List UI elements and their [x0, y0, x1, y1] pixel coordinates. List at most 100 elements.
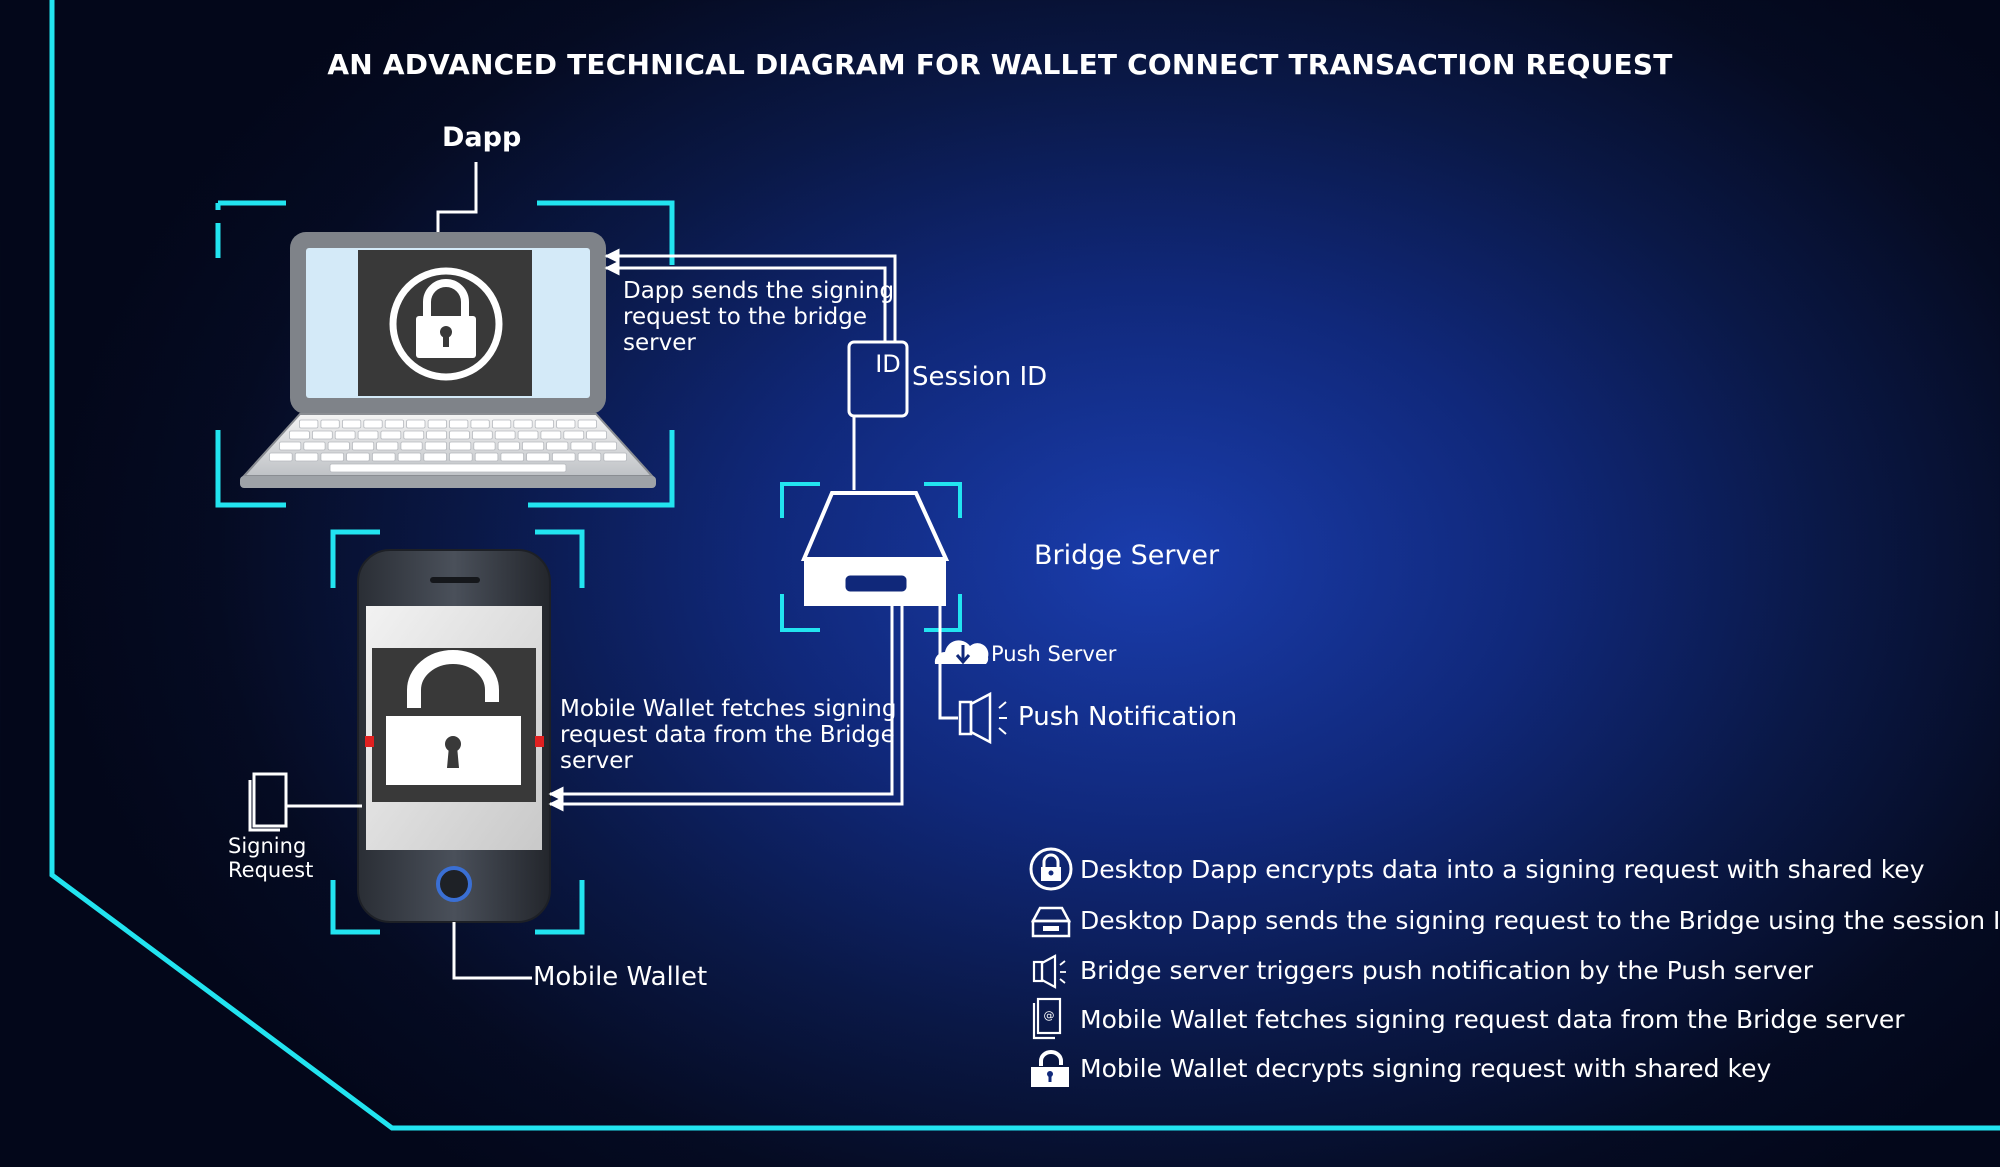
- phone-unlock-keyslot: [447, 746, 459, 768]
- keyboard-key: [534, 419, 555, 429]
- session-id-badge: ID: [847, 340, 909, 490]
- keyboard-key: [424, 441, 447, 451]
- signing-request-book-icon: [248, 772, 362, 832]
- keyboard-key: [384, 419, 405, 429]
- keyboard-key: [294, 452, 319, 462]
- keyboard-key: [449, 452, 473, 462]
- keyboard-key: [376, 441, 399, 451]
- keyboard-key: [471, 430, 493, 440]
- bridge-bracket-tr: [924, 482, 962, 518]
- keyboard-key: [552, 452, 576, 462]
- keyboard-key: [494, 430, 516, 440]
- mobile-book-icon: @: [1032, 997, 1062, 1040]
- keyboard-key: [363, 419, 383, 429]
- laptop-lock-ring: [389, 267, 503, 381]
- diagram-title: AN ADVANCED TECHNICAL DIAGRAM FOR WALLET…: [327, 48, 1673, 81]
- keyboard-key: [556, 419, 576, 429]
- keyboard-key: [474, 452, 499, 462]
- bridge-server: [780, 482, 962, 632]
- laptop-lock-shackle: [423, 279, 469, 318]
- laptop-keyboard: [269, 419, 627, 473]
- keyboard-key: [341, 419, 362, 429]
- keyboard-key: [594, 441, 617, 451]
- keyboard-key: [371, 452, 396, 462]
- push-notification-speaker-icon: [958, 691, 1007, 745]
- legend-item-decrypt: Mobile Wallet decrypts signing request w…: [1030, 1046, 1771, 1090]
- arrow-bridge-to-mobile-outer: [548, 606, 904, 812]
- mobile-label-connector: [452, 922, 532, 980]
- keyboard-key: [303, 441, 326, 451]
- mobile-fetches-line-3: server: [560, 748, 633, 774]
- keyboard-key: [546, 441, 569, 451]
- push-server-label: Push Server: [991, 642, 1117, 666]
- outer-frame: [49, 0, 2000, 1131]
- keyboard-key: [311, 430, 333, 440]
- keyboard-key: [346, 452, 370, 462]
- legend-item-fetch: Mobile Wallet fetches signing request da…: [1030, 997, 1905, 1041]
- dapp-sends-line-1: Dapp sends the signing: [623, 278, 895, 304]
- keyboard-key: [397, 452, 422, 462]
- keyboard-key: [449, 441, 472, 451]
- server-box-icon: [1030, 906, 1072, 938]
- keyboard-key: [449, 419, 469, 429]
- legend-item-send-bridge: Desktop Dapp sends the signing request t…: [1030, 898, 2000, 942]
- legend-text-push: Bridge server triggers push notification…: [1080, 955, 1814, 985]
- phone-speaker: [430, 577, 480, 583]
- laptop-bracket-tr: [537, 200, 675, 265]
- bridge-server-label: Bridge Server: [1034, 540, 1220, 571]
- bridge-server-top: [800, 491, 950, 561]
- keyboard-key: [603, 452, 627, 462]
- id-badge-text: ID: [875, 350, 901, 378]
- keyboard-key: [526, 452, 550, 462]
- signing-request-line-2: Request: [228, 858, 314, 882]
- arrow-session-to-dapp-inner: [604, 260, 887, 342]
- keyboard-key: [406, 419, 426, 429]
- keyboard-key: [279, 441, 302, 451]
- keyboard-key: [269, 452, 293, 462]
- legend-text-send-bridge: Desktop Dapp sends the signing request t…: [1080, 905, 2000, 935]
- keyboard-key: [351, 441, 375, 451]
- keyboard-key: [334, 430, 356, 440]
- push-notification-label: Push Notification: [1018, 702, 1238, 732]
- keyboard-key: [540, 430, 562, 440]
- lock-circle-icon: [1029, 847, 1073, 891]
- phone-bracket-tl: [330, 529, 380, 588]
- laptop-lock-keyslot: [443, 333, 449, 347]
- laptop-bracket-tl: [215, 200, 286, 258]
- keyboard-key: [320, 419, 340, 429]
- keyboard-key: [517, 430, 539, 440]
- keyboard-key: [380, 430, 402, 440]
- keyboard-key: [357, 430, 379, 440]
- unlock-icon: [1031, 1050, 1069, 1087]
- laptop-base-edge: [240, 476, 656, 488]
- phone-home-button: [436, 866, 472, 902]
- session-id-label: Session ID: [912, 362, 1048, 392]
- mobile-fetches-note: Mobile Wallet fetches signing request da…: [560, 696, 900, 774]
- cloud-download-icon: [934, 640, 989, 665]
- bridge-bracket-bl: [780, 594, 820, 632]
- mobile-fetches-line-2: request data from the Bridge: [560, 722, 895, 748]
- dapp-laptop: [215, 162, 675, 508]
- keyboard-key: [427, 419, 447, 429]
- keyboard-key: [522, 441, 545, 451]
- legend-item-push: Bridge server triggers push notification…: [1030, 948, 1813, 992]
- dapp-label: Dapp: [442, 122, 522, 153]
- phone-red-marker-right: [535, 736, 544, 747]
- keyboard-key: [289, 430, 310, 440]
- arrow-bridge-to-mobile-inner: [548, 606, 894, 802]
- legend-text-fetch: Mobile Wallet fetches signing request da…: [1080, 1004, 1905, 1034]
- keyboard-spacebar: [329, 463, 567, 473]
- bridge-to-push-connector: [938, 606, 958, 720]
- signing-request-line-1: Signing: [228, 834, 307, 858]
- dapp-sends-line-3: server: [623, 330, 696, 356]
- signing-request-label: Signing Request: [228, 834, 313, 882]
- keyboard-key: [426, 430, 447, 440]
- keyboard-key: [577, 452, 602, 462]
- dapp-sends-note: Dapp sends the signing request to the br…: [623, 278, 894, 356]
- laptop-bracket-bl: [215, 430, 286, 508]
- mobile-fetches-line-1: Mobile Wallet fetches signing: [560, 696, 897, 722]
- keyboard-key: [470, 419, 490, 429]
- dapp-label-connector: [436, 162, 478, 232]
- svg-text:@: @: [1044, 1009, 1055, 1022]
